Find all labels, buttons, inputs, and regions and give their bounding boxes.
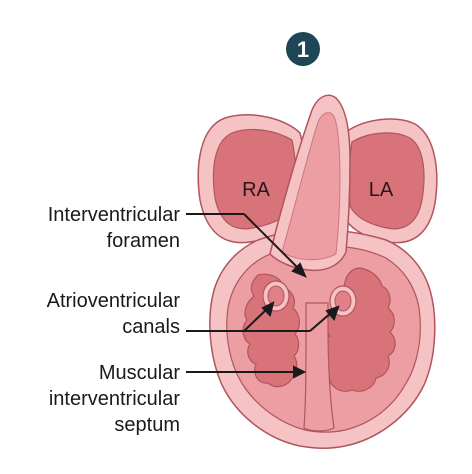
right-atrium-label: RA — [242, 179, 270, 201]
right-atrioventricular-canal-opening — [267, 285, 285, 307]
label-interventricular-foramen-line2: foramen — [107, 230, 180, 252]
left-atrium-label: LA — [369, 179, 394, 201]
label-muscular-septum-line1: Muscular — [99, 362, 180, 384]
arrowhead-right-av-canal — [261, 301, 275, 317]
step-marker-circle — [286, 32, 320, 66]
label-atrioventricular-canals-line2: canals — [122, 316, 180, 338]
leader-lines — [186, 213, 340, 379]
label-atrioventricular-canals: Atrioventricular canals — [47, 290, 181, 338]
leader-line-interventricular-foramen-diagonal — [243, 213, 301, 271]
muscular-interventricular-septum — [303, 302, 335, 432]
arrowhead-interventricular-foramen — [291, 262, 307, 278]
label-atrioventricular-canals-line1: Atrioventricular — [47, 290, 181, 312]
leader-line-right-av-canal — [243, 307, 269, 332]
atria — [197, 114, 438, 244]
step-marker: 1 — [286, 32, 320, 66]
arrowhead-left-av-canal — [325, 305, 340, 321]
label-muscular-septum-line2: interventricular — [49, 388, 181, 410]
outflow-tract-inner — [281, 112, 341, 261]
label-muscular-interventricular-septum: Muscular interventricular septum — [49, 362, 181, 436]
label-interventricular-foramen: Interventricular foramen — [48, 204, 181, 252]
label-muscular-septum-line3: septum — [114, 414, 180, 436]
step-marker-number: 1 — [297, 37, 309, 62]
leader-line-left-av-canal — [309, 311, 333, 332]
label-interventricular-foramen-line1: Interventricular — [48, 204, 181, 226]
arrowhead-muscular-septum — [293, 365, 307, 379]
